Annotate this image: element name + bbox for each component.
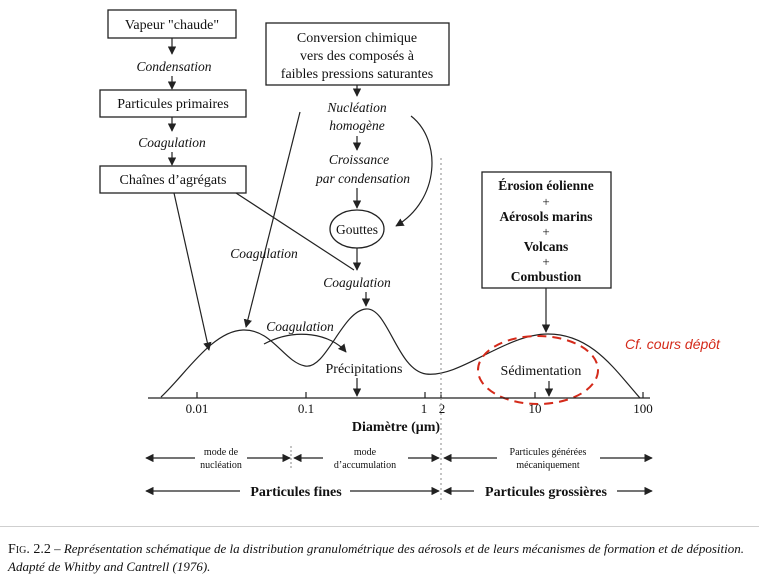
label-nucleation-2: homogène: [329, 118, 384, 133]
tick-label-0.1: 0.1: [298, 401, 314, 416]
box-conversion: [265, 22, 450, 86]
box-chaines: [99, 165, 247, 194]
source-plus-3: +: [542, 254, 549, 269]
label-particules-grossieres: Particules grossières: [485, 485, 608, 500]
caption-divider: [0, 526, 759, 527]
box-sources: [481, 171, 612, 289]
label-coagulation-1: Coagulation: [138, 135, 206, 150]
mode-accumulation-line2: d’accumulation: [334, 460, 396, 471]
arrow-chaines-to-peak1: [173, 192, 212, 351]
box-particules-primaires: [99, 89, 247, 118]
mode-accumulation-line1: mode: [354, 447, 377, 458]
distribution-curve: [160, 308, 641, 399]
caption-dash: –: [50, 541, 64, 556]
label-croissance-1: Croissance: [329, 152, 389, 167]
tick-label-0.01: 0.01: [186, 401, 209, 416]
source-aerosols-marins: Aérosols marins: [499, 209, 592, 224]
label-croissance-2: par condensation: [315, 171, 410, 186]
highlight-ellipse: [477, 335, 599, 405]
label-precipitations: Précipitations: [326, 362, 403, 377]
box-conversion-line2: vers des composés à: [300, 49, 415, 64]
annotation-cours-depot: Cf. cours dépôt: [625, 336, 721, 352]
label-sedimentation: Sédimentation: [501, 364, 582, 379]
axis-label: Diamètre (μm): [352, 420, 440, 435]
source-volcans: Volcans: [524, 239, 569, 254]
box-chaines-label: Chaînes d’agrégats: [120, 173, 227, 188]
mode-mecanique-line2: mécaniquement: [516, 460, 580, 471]
arrow-nucleation-to-peak1: [243, 111, 301, 328]
source-plus-2: +: [542, 224, 549, 239]
figure-caption: Fig. 2.2 – Représentation schématique de…: [8, 540, 754, 575]
label-nucleation-1: Nucléation: [326, 100, 386, 115]
source-erosion: Érosion éolienne: [498, 178, 593, 193]
label-coagulation-left: Coagulation: [230, 246, 298, 261]
box-conversion-line1: Conversion chimique: [297, 31, 417, 46]
tick-label-10: 10: [529, 401, 542, 416]
arrow-coagulation-curve: [263, 333, 347, 353]
box-vapeur-label: Vapeur "chaude": [125, 18, 219, 33]
label-coagulation-curve: Coagulation: [266, 319, 334, 334]
arrow-nucleation-to-gouttes: [395, 115, 433, 227]
box-conversion-line3: faibles pressions saturantes: [281, 67, 433, 82]
label-particules-fines: Particules fines: [250, 485, 342, 500]
box-vapeur: [107, 9, 237, 39]
source-combustion: Combustion: [511, 269, 582, 284]
tick-label-2: 2: [439, 401, 446, 416]
box-particules-primaires-label: Particules primaires: [117, 97, 229, 112]
label-coagulation-mid: Coagulation: [323, 275, 391, 290]
mode-mecanique-line1: Particules générées: [510, 447, 587, 458]
source-plus-1: +: [542, 194, 549, 209]
caption-fig-number: Fig. 2.2: [8, 542, 51, 557]
mode-nucleation-line1: mode de: [204, 447, 239, 458]
tick-label-1: 1: [421, 401, 428, 416]
line-chaines-to-coagulation: [235, 192, 355, 271]
box-gouttes-label: Gouttes: [336, 222, 378, 237]
caption-text: Représentation schématique de la distrib…: [8, 541, 744, 574]
tick-label-100: 100: [633, 401, 653, 416]
mode-nucleation-line2: nucléation: [200, 460, 242, 471]
label-condensation: Condensation: [136, 59, 211, 74]
